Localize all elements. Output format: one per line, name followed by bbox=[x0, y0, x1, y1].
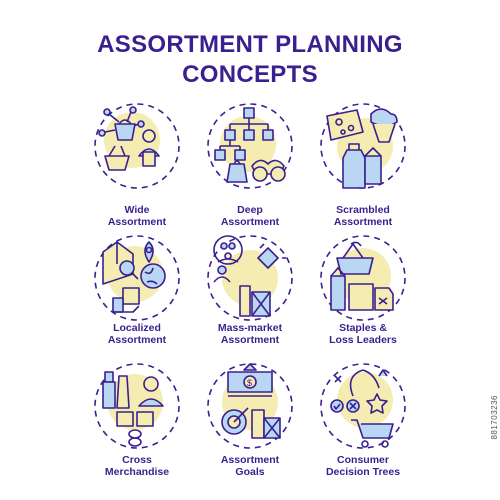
page-title: ASSORTMENT PLANNING CONCEPTS bbox=[0, 30, 500, 90]
concept-assortment-goals: $ Assortment Goals bbox=[190, 360, 310, 490]
svg-text:$: $ bbox=[247, 378, 252, 388]
people-cycle-icon bbox=[207, 235, 293, 321]
toothbrush-chain-icon bbox=[94, 363, 180, 449]
concept-consumer-decision-trees: Consumer Decision Trees bbox=[303, 360, 423, 490]
stock-id: 881703236 bbox=[490, 395, 499, 440]
concept-localized-assortment: Localized Assortment bbox=[77, 232, 197, 362]
title-line-1: ASSORTMENT PLANNING bbox=[97, 31, 403, 58]
hierarchy-products-icon bbox=[207, 103, 293, 189]
concept-cross-merchandise: Cross Merchandise bbox=[77, 360, 197, 490]
concept-label: Localized Assortment bbox=[107, 322, 167, 346]
cheese-milk-icon bbox=[320, 103, 406, 189]
concept-mass-market-assortment: Mass-market Assortment bbox=[190, 232, 310, 362]
concept-label: Cross Merchandise bbox=[104, 454, 170, 478]
basket-network-icon bbox=[94, 103, 180, 189]
concept-label: Scrambled Assortment bbox=[333, 204, 393, 228]
concept-label: Assortment Goals bbox=[220, 454, 280, 478]
title-line-2: CONCEPTS bbox=[182, 61, 318, 88]
concept-staples-loss-leaders: Staples & Loss Leaders bbox=[303, 232, 423, 362]
concept-label: Wide Assortment bbox=[107, 204, 167, 228]
location-box-icon bbox=[94, 235, 180, 321]
concept-wide-assortment: Wide Assortment bbox=[77, 100, 197, 230]
concept-label: Deep Assortment bbox=[220, 204, 280, 228]
basket-milk-tag-icon bbox=[320, 235, 406, 321]
concept-scrambled-assortment: Scrambled Assortment bbox=[303, 100, 423, 230]
decision-cart-icon bbox=[320, 363, 406, 449]
concept-label: Consumer Decision Trees bbox=[325, 454, 401, 478]
concept-label: Staples & Loss Leaders bbox=[329, 322, 397, 346]
concept-deep-assortment: Deep Assortment bbox=[190, 100, 310, 230]
concept-label: Mass-market Assortment bbox=[217, 322, 283, 346]
money-target-icon: $ bbox=[207, 363, 293, 449]
